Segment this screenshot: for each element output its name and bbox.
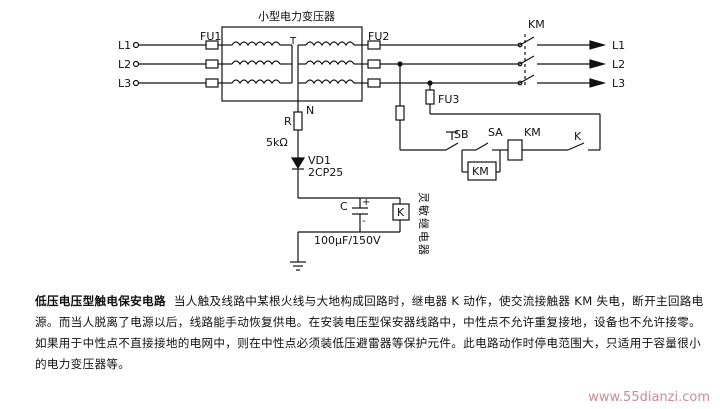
line-in-l3: L3 [118,77,131,90]
fuse-fu1 [205,40,219,88]
relay-vertical-char: 器 [417,244,430,255]
control-taps [395,61,601,150]
line-in-l1: L1 [118,39,131,52]
capacitor-label: C [340,200,348,213]
relay-vertical-char: 继 [417,218,430,229]
caption-paragraph: 低压电压型触电保安电路当人触及线路中某根火线与大地构成回路时，继电器 K 动作，… [35,291,705,375]
relay-contact-label: K [574,130,582,143]
neutral-label: N [306,104,314,117]
contactor-main-label: KM [528,18,545,31]
line-out-l3: L3 [612,77,625,90]
km-coil-label: KM [524,126,541,139]
input-lines [132,41,232,87]
relay-label: K [397,206,405,219]
transformer-label: 小型电力变压器 [258,9,335,23]
tap-label: T [289,36,297,47]
capacitor-value: 100μF/150V [314,234,381,247]
resistor-value: 5kΩ [266,136,288,149]
line-out-l1: L1 [612,39,625,52]
caption-body: 当人触及线路中某根火线与大地构成回路时，继电器 K 动作，使交流接触器 KM 失… [35,294,704,371]
neutral-chain [290,111,410,271]
secondary-windings [297,41,368,85]
primary-windings [231,41,293,85]
capacitor-minus: - [362,216,366,227]
line-in-l2: L2 [118,58,131,71]
fuse-fu2 [367,40,381,88]
caption-title: 低压电压型触电保安电路 [35,294,166,308]
fuse-fu2-label: FU2 [368,30,389,43]
km-aux-label: KM [472,165,489,178]
fuse-fu1-label: FU1 [200,30,221,43]
relay-vertical-char: 电 [417,231,430,242]
relay-vertical-char: 敏 [417,205,431,216]
relay-vertical-char: 灵 [417,192,430,203]
diode-label: VD1 [308,154,331,167]
resistor-label: R [284,115,292,128]
capacitor-plus: + [362,197,370,208]
watermark-text: www.55dianzi.com [584,390,714,405]
diode-part: 2CP25 [308,166,343,179]
button-sb-label: SB [454,128,469,141]
line-out-l2: L2 [612,58,625,71]
fuse-fu3-label: FU3 [438,93,459,106]
output-arrows [589,40,607,88]
control-loop [400,131,600,181]
output-lines [380,34,590,86]
circuit-schematic: 小型电力变压器 T N FU1 FU2 FU3 KM L1 L2 L3 L1 L… [118,9,625,271]
switch-sa-label: SA [488,126,503,139]
